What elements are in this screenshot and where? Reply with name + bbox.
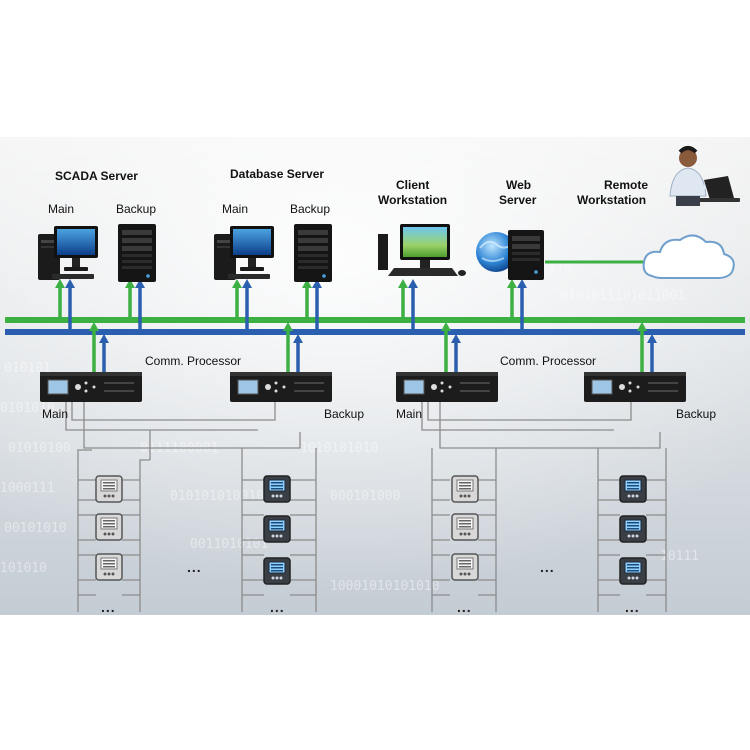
svg-text:010101: 010101 bbox=[4, 361, 51, 376]
svg-text:10111: 10111 bbox=[660, 549, 699, 564]
comm-uplink-arrowheads bbox=[89, 322, 657, 343]
comm-processor-main-right-icon bbox=[395, 371, 499, 403]
scada-backup-server-icon bbox=[118, 224, 156, 282]
ellipsis-col3-bottom: ... bbox=[457, 599, 472, 615]
web-server-icon bbox=[476, 230, 544, 280]
comm-main-left-label: Main bbox=[42, 407, 68, 421]
power-meter-icon bbox=[619, 557, 647, 585]
left-serial-loops bbox=[65, 402, 317, 612]
comm-processor-uplinks bbox=[92, 329, 654, 372]
svg-text:01010101001010: 01010101001010 bbox=[170, 489, 280, 504]
meter-group-2 bbox=[263, 475, 291, 585]
power-meter-icon bbox=[451, 513, 479, 541]
client-workstation-label-line2: Workstation bbox=[378, 193, 447, 207]
comm-processor-backup-left-icon bbox=[229, 371, 333, 403]
power-meter-icon bbox=[263, 557, 291, 585]
power-meter-icon bbox=[95, 513, 123, 541]
database-backup-label: Backup bbox=[290, 202, 330, 216]
meter-group-4 bbox=[619, 475, 647, 585]
ellipsis-col2-bottom: ... bbox=[270, 599, 285, 615]
meter-group-1 bbox=[95, 475, 123, 581]
database-backup-server-icon bbox=[294, 224, 332, 282]
comm-main-right-label: Main bbox=[396, 407, 422, 421]
client-workstation-label-line1: Client bbox=[396, 178, 429, 192]
comm-backup-left-label: Backup bbox=[324, 407, 364, 421]
svg-text:1000111: 1000111 bbox=[0, 481, 55, 496]
right-serial-loops bbox=[421, 402, 667, 612]
comm-backup-right-label: Backup bbox=[676, 407, 716, 421]
cloud-icon bbox=[642, 234, 735, 279]
power-meter-icon bbox=[263, 515, 291, 543]
top-drop-arrowheads bbox=[55, 279, 527, 288]
svg-text:00101010: 00101010 bbox=[4, 521, 67, 536]
comm-processor-label-left: Comm. Processor bbox=[145, 354, 241, 368]
svg-text:101010: 101010 bbox=[0, 561, 47, 576]
ellipsis-left-middle: ... bbox=[187, 559, 202, 575]
power-meter-icon bbox=[451, 553, 479, 581]
svg-text:01010100: 01010100 bbox=[8, 441, 71, 456]
ellipsis-col1-bottom: ... bbox=[101, 599, 116, 615]
top-device-drops bbox=[58, 285, 524, 329]
laptop-user-icon bbox=[669, 146, 740, 206]
power-meter-icon bbox=[263, 475, 291, 503]
binary-background-pattern: 010101 0101010 01010100 1000111 00101010… bbox=[0, 259, 699, 594]
power-meter-icon bbox=[451, 475, 479, 503]
comm-processor-label-right: Comm. Processor bbox=[500, 354, 596, 368]
power-meter-icon bbox=[619, 475, 647, 503]
ellipsis-right-middle: ... bbox=[540, 559, 555, 575]
client-workstation-icon bbox=[378, 224, 466, 276]
comm-processor-backup-right-icon bbox=[583, 371, 687, 403]
scada-server-title: SCADA Server bbox=[55, 169, 138, 183]
remote-workstation-label-line1: Remote bbox=[604, 178, 648, 192]
remote-workstation-label-line2: Workstation bbox=[577, 193, 646, 207]
svg-text:0101011101011001: 0101011101011001 bbox=[560, 289, 685, 304]
database-main-label: Main bbox=[222, 202, 248, 216]
svg-text:10001010101010: 10001010101010 bbox=[330, 579, 440, 594]
power-meter-icon bbox=[95, 475, 123, 503]
meter-group-3 bbox=[451, 475, 479, 581]
database-server-title: Database Server bbox=[230, 167, 324, 181]
svg-text:000101000: 000101000 bbox=[330, 489, 400, 504]
power-meter-icon bbox=[619, 515, 647, 543]
scada-backup-label: Backup bbox=[116, 202, 156, 216]
power-meter-icon bbox=[95, 553, 123, 581]
web-server-label-line1: Web bbox=[506, 178, 531, 192]
svg-text:0101010: 0101010 bbox=[0, 401, 55, 416]
svg-text:0011010101: 0011010101 bbox=[190, 537, 268, 552]
svg-text:1010101010: 1010101010 bbox=[300, 441, 378, 456]
web-server-label-line2: Server bbox=[499, 193, 537, 207]
ellipsis-col4-bottom: ... bbox=[625, 599, 640, 615]
comm-processor-main-left-icon bbox=[39, 371, 143, 403]
scada-main-label: Main bbox=[48, 202, 74, 216]
